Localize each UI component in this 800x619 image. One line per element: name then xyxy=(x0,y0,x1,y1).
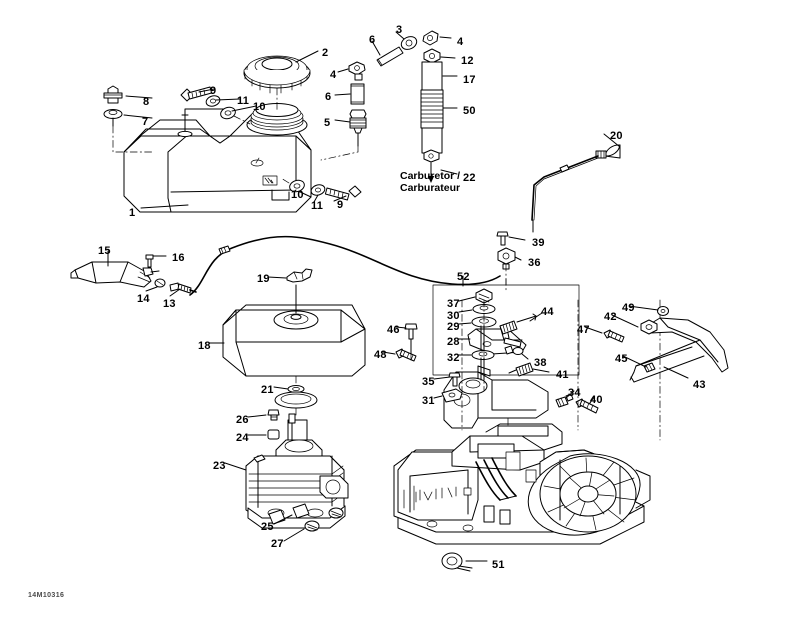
callout-number: 28 xyxy=(447,336,460,348)
callout-number: 21 xyxy=(261,384,274,396)
note-line-1: Carburetor / xyxy=(400,170,461,182)
callout-number: 36 xyxy=(528,257,541,269)
engine-block xyxy=(393,423,651,572)
callout-number: 31 xyxy=(422,395,435,407)
callout-number: 16 xyxy=(172,252,185,264)
callout-number: 37 xyxy=(447,298,460,310)
callout-number: 4 xyxy=(457,36,464,48)
callout-number: 2 xyxy=(322,47,329,59)
callout-number: 50 xyxy=(463,105,476,117)
callout-number: 34 xyxy=(568,387,581,399)
callout-number: 10 xyxy=(291,189,304,201)
callout-number: 9 xyxy=(337,199,344,211)
callout-number: 1 xyxy=(129,207,136,219)
callout-number: 45 xyxy=(615,353,628,365)
callout-number: 10 xyxy=(253,101,266,113)
callout-number: 4 xyxy=(330,69,337,81)
airbox-gasket xyxy=(274,385,318,417)
callout-number: 20 xyxy=(610,130,623,142)
governor-cable xyxy=(531,144,621,233)
leader-lines xyxy=(107,31,689,562)
callout-number: 47 xyxy=(577,324,590,336)
callout-number: 5 xyxy=(324,117,331,129)
sheet-watermark: 14M10316 xyxy=(28,592,65,599)
callout-number: 22 xyxy=(463,172,476,184)
callout-number: 44 xyxy=(541,306,554,318)
callout-number: 6 xyxy=(369,34,376,46)
callout-number: 24 xyxy=(236,432,249,444)
fuel-line-fittings xyxy=(320,30,444,183)
right-linkage-parts xyxy=(603,306,729,383)
callout-number: 42 xyxy=(604,311,617,323)
callout-number: 40 xyxy=(590,394,603,406)
callout-number: 9 xyxy=(210,85,217,97)
air-filter-box xyxy=(222,268,366,393)
callout-number: 35 xyxy=(422,376,435,388)
callout-number: 26 xyxy=(236,414,249,426)
tank-valve-parts xyxy=(103,85,153,153)
tank-fasteners-lower xyxy=(280,177,362,201)
callout-number: 48 xyxy=(374,349,387,361)
fuel-tank-assembly xyxy=(123,103,312,213)
callout-number: 29 xyxy=(447,321,460,333)
callout-number: 6 xyxy=(325,91,332,103)
callout-number: 43 xyxy=(693,379,706,391)
governor-assembly xyxy=(432,231,661,449)
callout-number: 52 xyxy=(457,271,470,283)
callout-number: 23 xyxy=(213,460,226,472)
callout-number: 17 xyxy=(463,74,476,86)
cylinder-assembly xyxy=(245,409,349,532)
left-bracket-fasteners xyxy=(395,323,418,362)
callout-number: 27 xyxy=(271,538,284,550)
callout-number: 13 xyxy=(163,298,176,310)
callout-number: 19 xyxy=(257,273,270,285)
callout-number: 30 xyxy=(447,310,460,322)
callout-number: 11 xyxy=(237,95,250,107)
callout-number: 7 xyxy=(142,116,149,128)
callout-number: 41 xyxy=(556,369,569,381)
callout-number: 11 xyxy=(311,200,324,212)
callout-number: 25 xyxy=(261,521,274,533)
throttle-lever-assembly xyxy=(70,254,197,294)
tank-fasteners-upper xyxy=(180,86,251,125)
callout-number: 8 xyxy=(143,96,150,108)
callout-number: 3 xyxy=(396,24,403,36)
callout-number: 51 xyxy=(492,559,505,571)
carburetor-note: Carburetor /Carburateur xyxy=(400,170,460,195)
callout-number: 39 xyxy=(532,237,545,249)
callout-number: 14 xyxy=(137,293,150,305)
fuel-tank-cap xyxy=(243,55,311,113)
callout-number: 12 xyxy=(461,55,474,67)
callout-number: 46 xyxy=(387,324,400,336)
callout-number: 15 xyxy=(98,245,111,257)
callout-number: 49 xyxy=(622,302,635,314)
callout-number: 38 xyxy=(534,357,547,369)
callout-number: 32 xyxy=(447,352,460,364)
note-line-2: Carburateur xyxy=(400,182,461,195)
callout-number: 18 xyxy=(198,340,211,352)
fuel-hose-main xyxy=(189,235,501,296)
